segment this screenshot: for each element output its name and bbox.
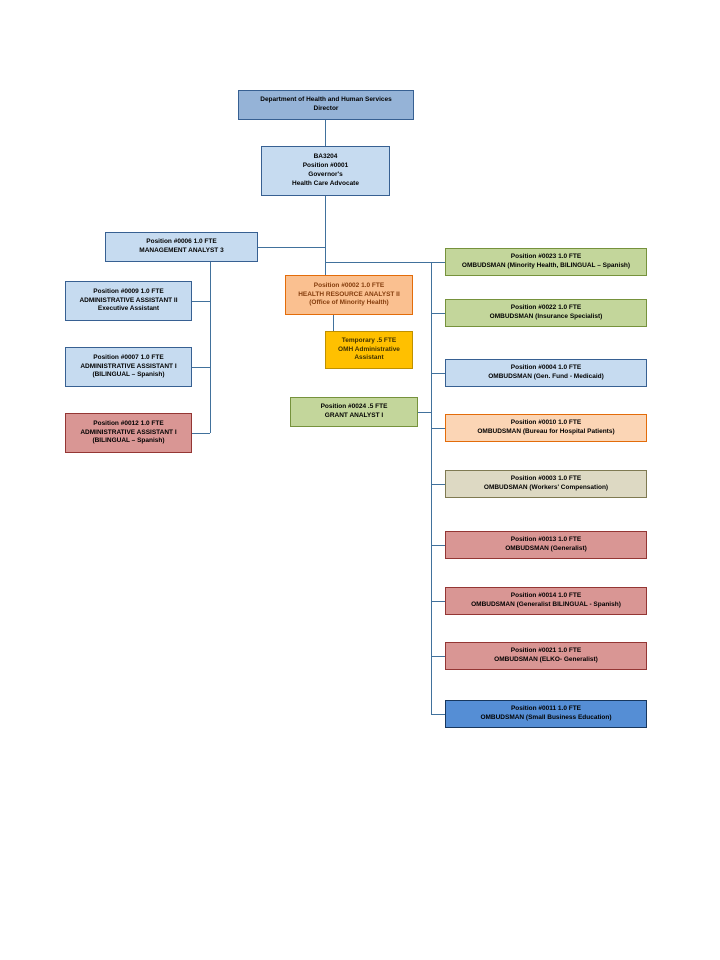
node-position-0024-grant-analyst: Position #0024 .5 FTE GRANT ANALYST I xyxy=(290,397,418,427)
node-director: Department of Health and Human Services … xyxy=(238,90,414,120)
connector-stub-pos0021 xyxy=(431,656,445,657)
connector-stub-pos0014 xyxy=(431,601,445,602)
node-position-0002-health-resource-analyst: Position #0002 1.0 FTE HEALTH RESOURCE A… xyxy=(285,275,413,315)
node-position-0009-admin-assistant-2: Position #0009 1.0 FTE ADMINISTRATIVE AS… xyxy=(65,281,192,321)
connector-stub-pos0009 xyxy=(192,301,210,302)
connector-stub-pos0007 xyxy=(192,367,210,368)
connector-stub-pos0013 xyxy=(431,545,445,546)
node-position-0007-admin-assistant-1: Position #0007 1.0 FTE ADMINISTRATIVE AS… xyxy=(65,347,192,387)
node-health-care-advocate: BA3204 Position #0001 Governor's Health … xyxy=(261,146,390,196)
node-position-0010-ombudsman-hospital-patients: Position #0010 1.0 FTE OMBUDSMAN (Bureau… xyxy=(445,414,647,442)
node-position-0021-ombudsman-elko: Position #0021 1.0 FTE OMBUDSMAN (ELKO- … xyxy=(445,642,647,670)
connector-stub-pos0011 xyxy=(431,714,445,715)
node-position-0012-admin-assistant-1: Position #0012 1.0 FTE ADMINISTRATIVE AS… xyxy=(65,413,192,453)
connector-grant-to-trunk xyxy=(418,412,431,413)
connector-stub-pos0004 xyxy=(431,373,445,374)
node-position-0003-ombudsman-workers-comp: Position #0003 1.0 FTE OMBUDSMAN (Worker… xyxy=(445,470,647,498)
connector-trunk-ombudsmen xyxy=(431,262,432,714)
node-position-0023-ombudsman-minority-health: Position #0023 1.0 FTE OMBUDSMAN (Minori… xyxy=(445,248,647,276)
node-position-0004-ombudsman-medicaid: Position #0004 1.0 FTE OMBUDSMAN (Gen. F… xyxy=(445,359,647,387)
connector-branch-management-analyst xyxy=(258,247,325,248)
node-position-0014-ombudsman-generalist-bilingual: Position #0014 1.0 FTE OMBUDSMAN (Genera… xyxy=(445,587,647,615)
node-position-0022-ombudsman-insurance: Position #0022 1.0 FTE OMBUDSMAN (Insura… xyxy=(445,299,647,327)
node-position-0006-management-analyst: Position #0006 1.0 FTE MANAGEMENT ANALYS… xyxy=(105,232,258,262)
connector-stub-pos0010 xyxy=(431,428,445,429)
connector-stub-pos0012 xyxy=(192,433,210,434)
connector-analyst-to-temp xyxy=(333,315,334,331)
node-temporary-omh-admin-assistant: Temporary .5 FTE OMH Administrative Assi… xyxy=(325,331,413,369)
connector-advocate-to-analyst xyxy=(325,196,326,275)
connector-director-to-advocate xyxy=(325,120,326,146)
node-position-0013-ombudsman-generalist: Position #0013 1.0 FTE OMBUDSMAN (Genera… xyxy=(445,531,647,559)
connector-trunk-assistants xyxy=(210,262,211,433)
connector-stub-pos0003 xyxy=(431,484,445,485)
connector-branch-right-column xyxy=(325,262,445,263)
connector-stub-pos0022 xyxy=(431,313,445,314)
node-position-0011-ombudsman-small-business: Position #0011 1.0 FTE OMBUDSMAN (Small … xyxy=(445,700,647,728)
